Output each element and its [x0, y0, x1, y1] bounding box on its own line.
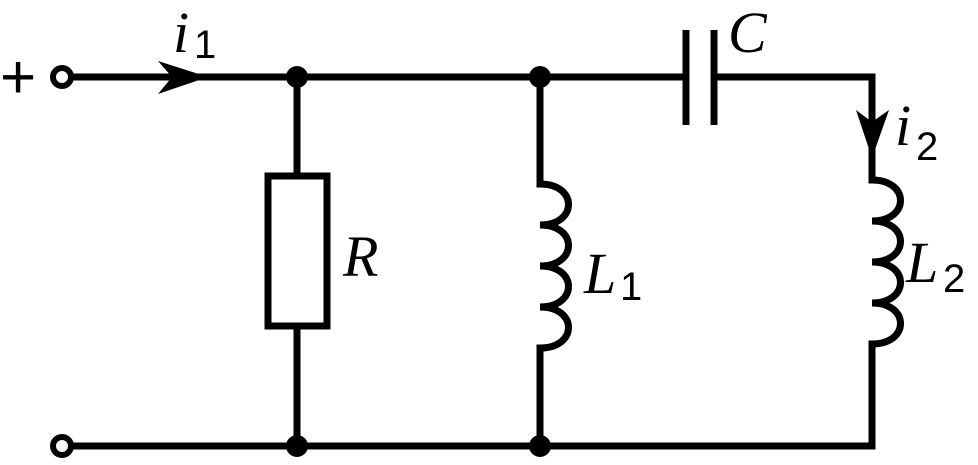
- label-r: R: [342, 224, 378, 289]
- inductor-l1: [539, 180, 572, 352]
- label-l2: L: [905, 230, 938, 295]
- arrow-i2-icon: [856, 110, 889, 158]
- node-bottom-l1: [529, 435, 551, 457]
- node-top-l1: [529, 66, 551, 88]
- resistor: [264, 172, 331, 330]
- node-bottom-r: [286, 435, 308, 457]
- label-i1-sub: 1: [194, 23, 216, 67]
- terminal-bottom: [50, 434, 74, 458]
- label-l1: L: [583, 241, 616, 306]
- node-top-r: [286, 66, 308, 88]
- label-i2: i: [895, 93, 911, 158]
- label-c: C: [728, 0, 768, 65]
- arrow-i1-icon: [158, 61, 208, 94]
- label-i1: i: [173, 0, 189, 65]
- terminal-top: [50, 65, 74, 89]
- label-l1-sub: 1: [620, 265, 642, 309]
- inductor-l2: [871, 176, 904, 348]
- label-i2-sub: 2: [916, 125, 938, 169]
- label-l2-sub: 2: [943, 257, 965, 301]
- plus-sign: +: [0, 43, 36, 112]
